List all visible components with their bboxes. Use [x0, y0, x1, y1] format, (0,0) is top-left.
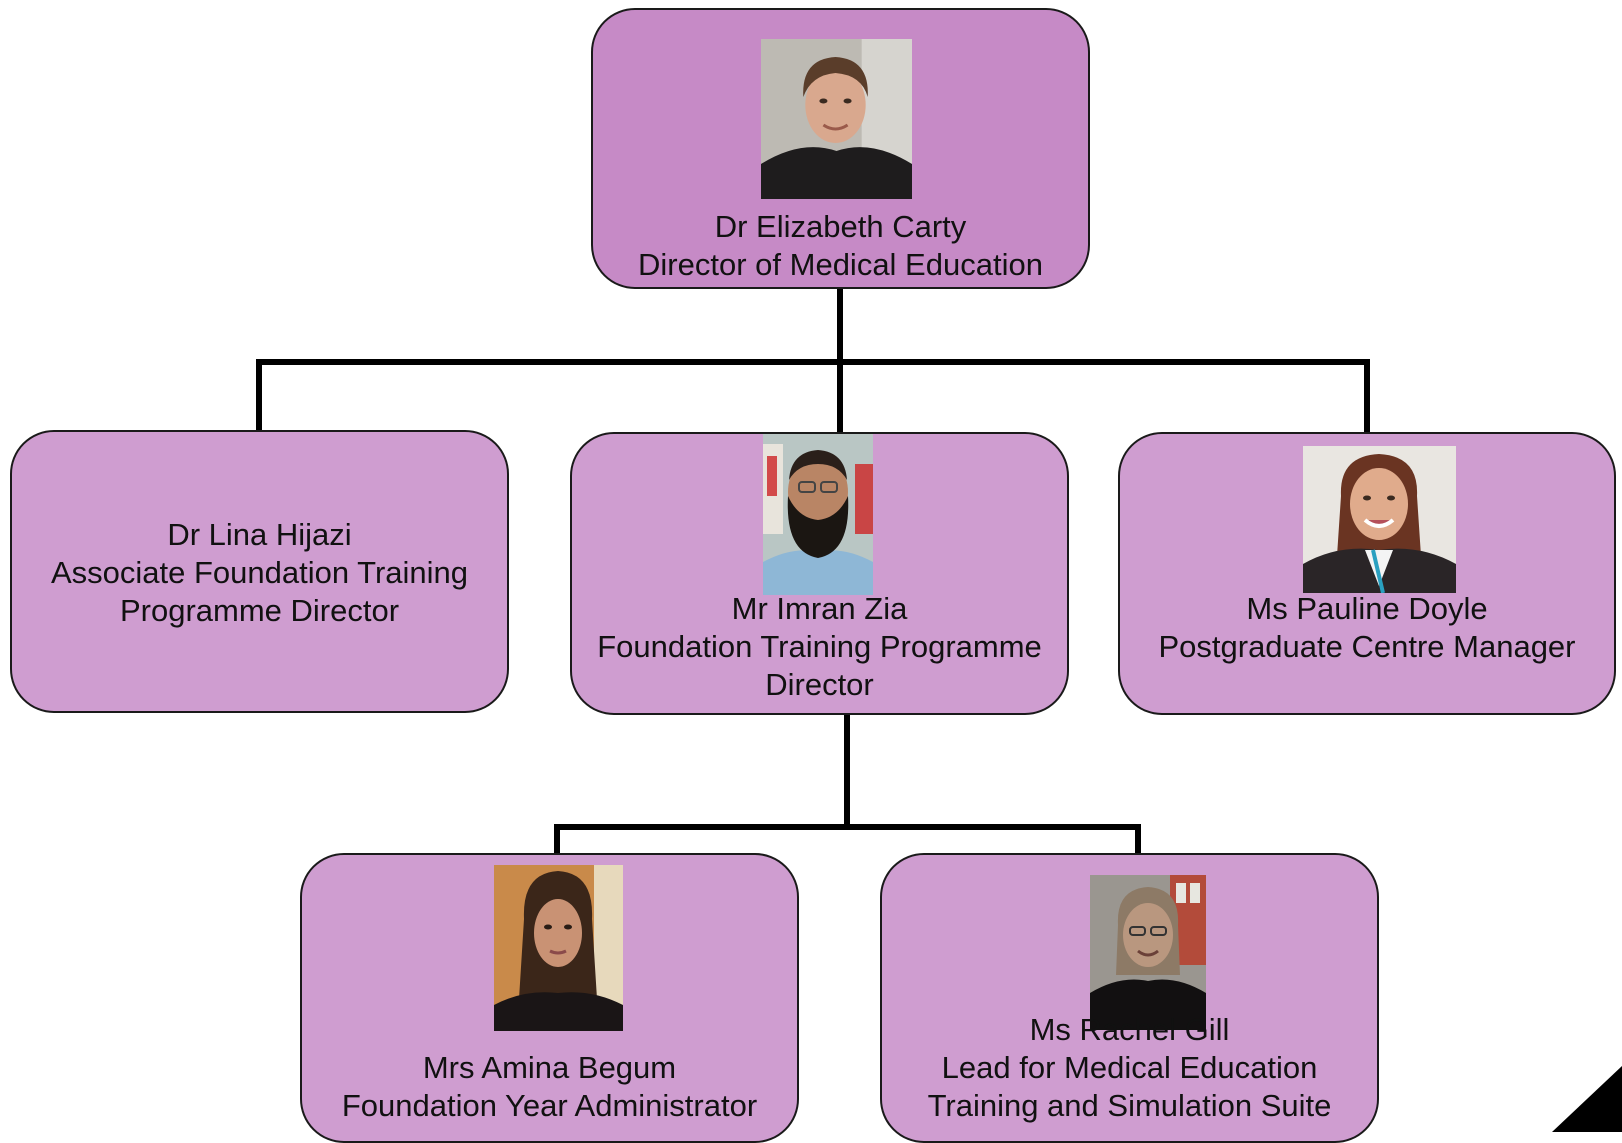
zia-title-line-2: Director	[765, 667, 874, 702]
gill-label: Ms Rachel Gill Lead for Medical Educatio…	[882, 1011, 1377, 1125]
node-amina-begum: Mrs Amina Begum Foundation Year Administ…	[300, 853, 799, 1143]
director-title: Director of Medical Education	[638, 247, 1043, 282]
node-rachel-gill: Ms Rachel Gill Lead for Medical Educatio…	[880, 853, 1379, 1143]
photo-portrait-woman-glasses	[1090, 875, 1206, 1030]
director-name: Dr Elizabeth Carty	[714, 209, 967, 244]
hijazi-title-line-2: Programme Director	[119, 593, 400, 628]
node-lina-hijazi: Dr Lina Hijazi Associate Foundation Trai…	[10, 430, 509, 713]
node-director: Dr Elizabeth Carty Director of Medical E…	[591, 8, 1090, 289]
hijazi-label: Dr Lina Hijazi Associate Foundation Trai…	[12, 516, 507, 630]
doyle-label: Ms Pauline Doyle Postgraduate Centre Man…	[1120, 590, 1614, 666]
photo-portrait-man-beard	[763, 434, 873, 595]
director-label: Dr Elizabeth Carty Director of Medical E…	[593, 208, 1088, 284]
photo-portrait-woman-long-dark-hair	[494, 865, 623, 1031]
photo-portrait-woman-long-hair	[1303, 446, 1456, 593]
doyle-title: Postgraduate Centre Manager	[1158, 629, 1576, 664]
begum-title: Foundation Year Administrator	[341, 1088, 758, 1123]
node-pauline-doyle: Ms Pauline Doyle Postgraduate Centre Man…	[1118, 432, 1616, 715]
gill-name: Ms Rachel Gill	[1029, 1012, 1230, 1047]
corner-triangle-decoration	[1552, 1066, 1622, 1132]
zia-name: Mr Imran Zia	[731, 591, 908, 626]
hijazi-title-line-1: Associate Foundation Training	[50, 555, 469, 590]
begum-label: Mrs Amina Begum Foundation Year Administ…	[302, 1049, 797, 1125]
begum-name: Mrs Amina Begum	[422, 1050, 677, 1085]
photo-portrait-woman-short-hair	[761, 39, 912, 199]
gill-title-line-2: Training and Simulation Suite	[927, 1088, 1332, 1123]
doyle-name: Ms Pauline Doyle	[1246, 591, 1488, 626]
zia-title-line-1: Foundation Training Programme	[597, 629, 1042, 664]
hijazi-name: Dr Lina Hijazi	[167, 517, 352, 552]
zia-label: Mr Imran Zia Foundation Training Program…	[572, 590, 1067, 704]
gill-title-line-1: Lead for Medical Education	[941, 1050, 1318, 1085]
node-imran-zia: Mr Imran Zia Foundation Training Program…	[570, 432, 1069, 715]
